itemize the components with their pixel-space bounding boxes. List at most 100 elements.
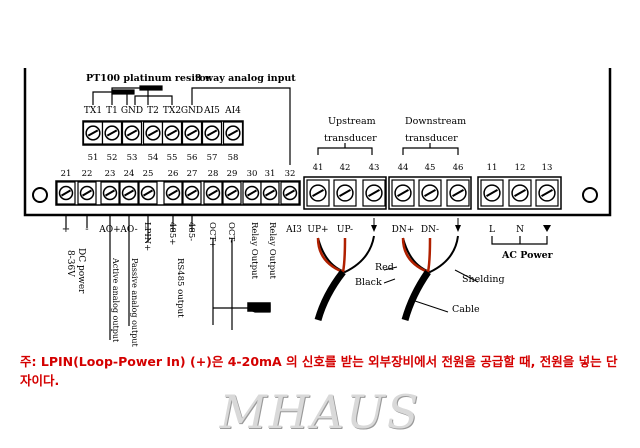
upper-terminal-screw[interactable] xyxy=(161,121,183,145)
upper-label: T1 xyxy=(106,106,118,116)
lower-terminal-screw[interactable] xyxy=(56,181,76,205)
rotated-terminal-label: LPIN+ xyxy=(142,222,152,251)
transducer-number: 44 xyxy=(398,163,409,173)
transducer-number: 43 xyxy=(369,163,380,173)
transducer-terminal-screw[interactable] xyxy=(306,179,330,207)
black-label: Black xyxy=(355,277,382,288)
ac-power-label: AC Power xyxy=(501,250,554,261)
korean-note: 주: LPIN(Loop-Power In) (+)은 4-20mA 의 신호를… xyxy=(20,354,618,388)
lower-terminal-screw[interactable] xyxy=(203,181,223,205)
ac-frame xyxy=(477,176,562,210)
transducer-terminal-screw[interactable] xyxy=(418,179,442,207)
relay-output-1: Relay Output xyxy=(249,222,259,279)
upper-label: T2 xyxy=(147,106,159,116)
terminal-board xyxy=(23,68,612,217)
ac-terminal-screw[interactable] xyxy=(480,179,504,207)
lower-terminal-screw[interactable] xyxy=(100,181,120,205)
lower-terminal-screw[interactable] xyxy=(77,181,97,205)
upper-terminal-number: 52 xyxy=(107,153,118,163)
upper-terminal-screw[interactable] xyxy=(142,121,164,145)
lower-terminal-screw[interactable] xyxy=(280,181,300,205)
lower-terminal-screw[interactable] xyxy=(119,181,139,205)
lower-terminal-block xyxy=(55,180,301,206)
upstream-title: Upstream xyxy=(328,116,376,127)
lower-terminal-number: 26 xyxy=(168,169,179,179)
cable-label: Cable xyxy=(452,304,480,315)
upper-terminal-number: 53 xyxy=(127,153,138,163)
transducer-terminal-screw[interactable] xyxy=(391,179,415,207)
ac-line-label: L xyxy=(489,225,495,235)
red-label: Red xyxy=(375,262,394,273)
mount-hole-right xyxy=(582,187,598,203)
upper-terminal-block xyxy=(82,120,244,146)
transducer-signal-label: DN+ xyxy=(392,225,415,235)
transducer-number: 45 xyxy=(425,163,436,173)
transducer-cables xyxy=(314,235,479,321)
downstream-subtitle: transducer xyxy=(405,133,458,144)
bottom-labels: +-AO+AO-LPIN+485+485-OCT+OCT-AI3 xyxy=(62,222,302,251)
rotated-terminal-label: 485+ xyxy=(167,222,177,245)
transducer-signal-label: DN- xyxy=(421,225,439,235)
upstream-frame xyxy=(303,176,387,210)
transducer-terminal-screw[interactable] xyxy=(362,179,386,207)
lower-terminal-screw[interactable] xyxy=(163,181,183,205)
upper-terminal-screw[interactable] xyxy=(181,121,203,145)
upper-terminal-number: 51 xyxy=(88,153,99,163)
ac-number: 13 xyxy=(542,163,553,173)
lower-terminal-number: 32 xyxy=(285,169,296,179)
upper-terminal-screw[interactable] xyxy=(101,121,123,145)
lower-terminal-screw[interactable] xyxy=(222,181,242,205)
lower-terminal-number: 23 xyxy=(105,169,116,179)
lower-terminal-number: 21 xyxy=(61,169,72,179)
ac-terminal-screw[interactable] xyxy=(508,179,532,207)
upper-terminal-number: 58 xyxy=(228,153,239,163)
upper-terminal-screw[interactable] xyxy=(121,121,143,145)
ac-terminal-screw[interactable] xyxy=(535,179,559,207)
upper-label: GND xyxy=(121,106,143,116)
upper-terminal-screw[interactable] xyxy=(222,121,244,145)
transducer-terminal-block: UP+ UP- DN+ DN- xyxy=(303,176,472,235)
transducer-number: 42 xyxy=(340,163,351,173)
lower-terminal-number: 30 xyxy=(247,169,258,179)
lower-terminal-number: 27 xyxy=(187,169,198,179)
polarity-label: + xyxy=(62,224,70,235)
transducer-number: 41 xyxy=(313,163,324,173)
upper-label: AI4 xyxy=(224,106,241,116)
lower-terminal-number: 31 xyxy=(265,169,276,179)
upper-label: GND xyxy=(181,106,203,116)
relay-contact xyxy=(247,302,271,312)
transducer-brackets xyxy=(317,143,459,155)
rotated-terminal-label: 485- xyxy=(186,222,196,241)
lower-terminal-screw[interactable] xyxy=(182,181,202,205)
transducer-number: 46 xyxy=(453,163,464,173)
lower-terminal-number: 25 xyxy=(143,169,154,179)
rs485-label: RS485 output xyxy=(175,258,185,318)
upstream-subtitle: transducer xyxy=(324,133,377,144)
lower-terminal-screw[interactable] xyxy=(260,181,280,205)
rotated-terminal-label: OCT- xyxy=(226,222,236,243)
transducer-signal-label: UP+ xyxy=(307,225,328,235)
lower-terminal-screw[interactable] xyxy=(242,181,262,205)
upper-terminal-screw[interactable] xyxy=(82,121,104,145)
dc-power-label: DC power xyxy=(76,248,86,294)
dc-range-label: 8-36V xyxy=(65,250,75,277)
ai3-label: AI3 xyxy=(285,225,302,235)
ac-number: 11 xyxy=(487,163,498,173)
relay-output-2: Relay Output xyxy=(267,222,277,279)
transducer-signal-label: UP- xyxy=(337,225,353,235)
upper-terminal-screw[interactable] xyxy=(201,121,223,145)
active-analog-label: Active analog output xyxy=(111,257,120,343)
lower-terminal-screw[interactable] xyxy=(138,181,158,205)
upper-terminal-number: 55 xyxy=(167,153,178,163)
analog-out-label: AO+ xyxy=(98,225,120,235)
brand-watermark: MHAUS xyxy=(219,385,421,439)
transducer-numbers: 41 42 43 44 45 46 xyxy=(313,163,464,173)
downstream-title: Downstream xyxy=(405,116,466,127)
transducer-terminal-screw[interactable] xyxy=(333,179,357,207)
transducer-terminal-screw[interactable] xyxy=(446,179,470,207)
downstream-frame xyxy=(388,176,472,210)
